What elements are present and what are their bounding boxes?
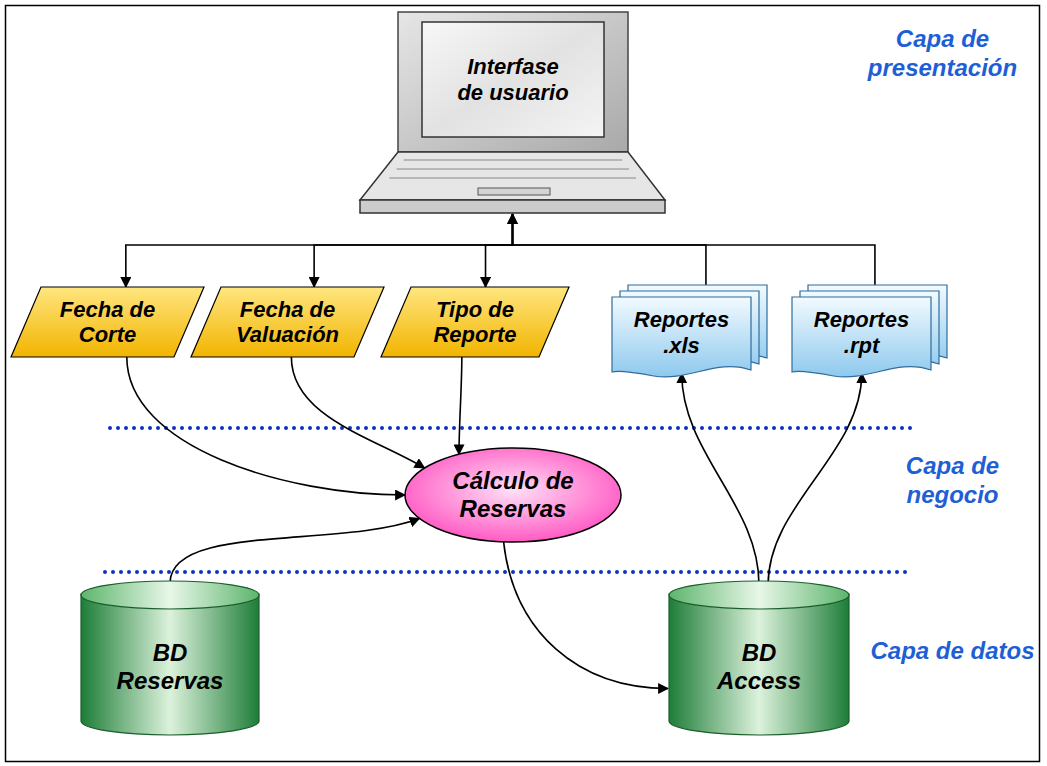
text-stack: Cálculo de Reservas — [433, 467, 593, 522]
input-parallelogram: Fecha de Valuación — [191, 287, 384, 357]
node-text: Fecha de Corte — [45, 297, 170, 348]
layer-divider — [110, 426, 912, 430]
node-text: Reportes .rpt — [806, 307, 918, 358]
text-stack: Reportes .xls — [626, 307, 738, 358]
flow-connector — [291, 357, 424, 468]
key-row — [404, 160, 622, 161]
node-text: Tipo de Reporte — [415, 297, 535, 348]
text-area: Interfase de usuario — [422, 22, 604, 137]
text-area: BD Access — [668, 612, 850, 722]
text-area: Fecha de Valuación — [221, 289, 354, 355]
text-stack: Tipo de Reporte — [415, 297, 535, 348]
cylinder-body — [669, 594, 849, 735]
node-text: Reportes .xls — [626, 307, 738, 358]
database-cylinder: BD Access — [668, 580, 850, 735]
node-text: BD Reservas — [110, 639, 230, 694]
flow-connector — [459, 357, 462, 454]
cylinder-top — [81, 581, 259, 609]
user-interface-laptop: Interfase de usuario — [360, 12, 665, 214]
document-page — [792, 297, 931, 377]
flow-connector — [126, 214, 513, 287]
parallelogram-shape — [381, 287, 569, 357]
flow-connector — [682, 373, 759, 584]
screen-frame — [398, 12, 628, 152]
text-area: Reportes .rpt — [792, 299, 931, 366]
text-area: Fecha de Corte — [41, 289, 174, 355]
flow-connector — [504, 542, 668, 689]
keyboard-deck — [360, 152, 665, 200]
input-parallelogram: Tipo de Reporte — [381, 287, 569, 357]
flow-connector — [486, 214, 513, 287]
report-document: Reportes .rpt — [792, 285, 947, 380]
text-area: Tipo de Reporte — [411, 289, 539, 355]
laptop-outline — [360, 12, 665, 214]
text-stack: Fecha de Valuación — [225, 297, 350, 348]
node-text: Interfase de usuario — [454, 54, 572, 105]
node-text: Fecha de Valuación — [225, 297, 350, 348]
text-area: BD Reservas — [80, 612, 260, 722]
text-area: Cálculo de Reservas — [429, 455, 597, 535]
document-page — [612, 297, 751, 377]
text-stack: Interfase de usuario — [454, 54, 572, 105]
cylinder-top — [669, 581, 849, 609]
text-stack: Fecha de Corte — [45, 297, 170, 348]
input-parallelogram: Fecha de Corte — [11, 287, 204, 357]
flow-connector — [314, 214, 512, 287]
database-cylinder: BD Reservas — [80, 580, 260, 735]
key-row — [389, 178, 636, 179]
text-stack: BD Reservas — [110, 639, 230, 694]
node-text: BD Access — [699, 639, 819, 694]
laptop-base — [360, 200, 665, 213]
node-text: Cálculo de Reservas — [433, 467, 593, 522]
layer-label: Capa de negocio — [870, 452, 1035, 510]
report-document: Reportes .xls — [612, 285, 767, 380]
layer-label: Capa de datos — [870, 637, 1035, 666]
screen-panel — [422, 22, 604, 137]
text-stack: Reportes .rpt — [806, 307, 918, 358]
frame-border — [6, 6, 1040, 762]
touchpad — [478, 188, 550, 195]
parallelogram-shape — [11, 287, 204, 357]
text-area: Reportes .xls — [612, 299, 751, 366]
ellipse-shape — [405, 448, 621, 542]
cylinder-body — [81, 594, 259, 735]
layer-label: Capa de presentación — [855, 25, 1030, 83]
flow-connector — [170, 519, 419, 584]
process-ellipse: Cálculo de Reservas — [404, 447, 622, 543]
text-stack: BD Access — [699, 639, 819, 694]
parallelogram-shape — [191, 287, 384, 357]
flow-connector — [768, 373, 862, 584]
key-row — [397, 169, 630, 170]
flow-connector — [127, 357, 405, 495]
